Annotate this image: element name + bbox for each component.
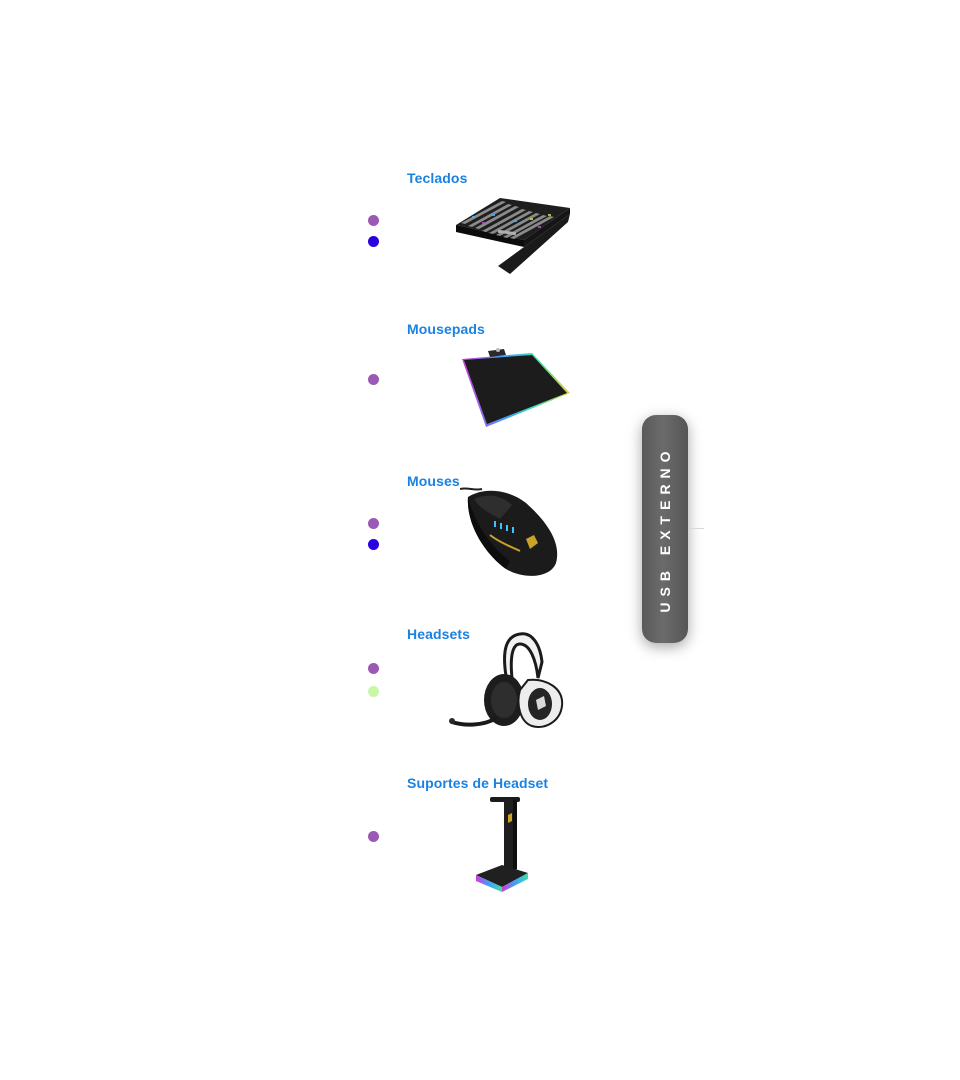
headset-icon <box>449 632 564 728</box>
status-dot <box>368 518 379 529</box>
status-dot <box>368 686 379 697</box>
status-dot <box>368 374 379 385</box>
connector-line <box>688 528 704 529</box>
category-mice[interactable]: Mouses <box>360 473 620 583</box>
status-dot <box>368 215 379 226</box>
keyboard-icon <box>456 198 570 274</box>
category-label: Headsets <box>407 626 471 642</box>
category-label: Teclados <box>407 170 468 186</box>
category-keyboards[interactable]: Teclados <box>360 170 620 280</box>
mousepad-icon <box>462 348 570 427</box>
headset-stand-icon <box>476 797 528 892</box>
category-label: Mouses <box>407 473 460 489</box>
usb-external-tab[interactable]: USB EXTERNO <box>642 415 688 643</box>
category-headsets[interactable]: Headsets <box>360 626 620 736</box>
status-dot <box>368 663 379 674</box>
category-headset-stands[interactable]: Suportes de Headset <box>360 775 620 895</box>
mouse-icon <box>460 487 558 576</box>
usb-external-label: USB EXTERNO <box>657 445 673 613</box>
category-mousepads[interactable]: Mousepads <box>360 321 620 431</box>
category-label: Suportes de Headset <box>407 775 549 791</box>
status-dot <box>368 831 379 842</box>
status-dot <box>368 236 379 247</box>
status-dot <box>368 539 379 550</box>
category-label: Mousepads <box>407 321 485 337</box>
